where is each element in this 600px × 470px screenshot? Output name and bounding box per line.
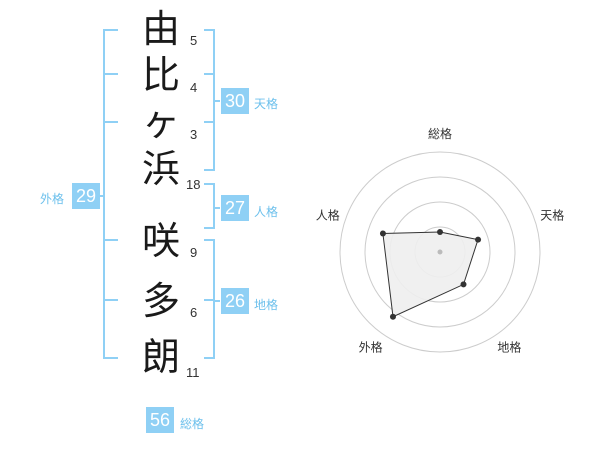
name-char-6: 多	[141, 279, 180, 323]
stroke-count-4: 18	[186, 177, 201, 192]
radar-axis-label-2: 地格	[497, 339, 521, 354]
name-char-1: 由	[141, 7, 180, 51]
radar-axis-label-4: 人格	[316, 208, 340, 223]
radar-point-0	[437, 229, 443, 235]
jinkaku-label: 人格	[254, 205, 279, 219]
gaikaku-label: 外格	[40, 192, 65, 206]
soukaku-value: 56	[146, 407, 175, 433]
jinkaku-bracket	[204, 183, 215, 229]
name-char-5: 咲	[141, 219, 180, 263]
stroke-count-2: 4	[190, 80, 198, 95]
name-char-7: 朗	[141, 335, 180, 379]
gaikaku-value: 29	[72, 183, 101, 209]
gaikaku-bracket	[103, 29, 118, 359]
radar-area	[382, 231, 479, 318]
chikaku-label: 地格	[254, 298, 279, 312]
name-char-4: 浜	[141, 147, 180, 191]
radar-point-3	[389, 313, 396, 320]
radar-point-2	[460, 281, 467, 288]
jinkaku-value: 27	[221, 195, 250, 221]
radar-ring-4	[339, 151, 541, 353]
radar-axis-label-1: 天格	[540, 208, 564, 223]
stroke-count-6: 6	[190, 305, 198, 320]
name-char-2: 比	[141, 53, 180, 97]
radar-axis-label-0: 総格	[428, 126, 452, 141]
tenkaku-label: 天格	[254, 97, 279, 111]
chikaku-value: 26	[221, 288, 250, 314]
radar-point-4	[379, 230, 386, 237]
stroke-count-1: 5	[190, 33, 198, 48]
stroke-count-7: 11	[186, 365, 200, 380]
radar-ring-3	[364, 176, 516, 328]
name-char-3: ヶ	[141, 100, 180, 144]
radar-axis-label-3: 外格	[359, 339, 383, 354]
radar-point-1	[475, 236, 482, 243]
tenkaku-value: 30	[221, 88, 250, 114]
soukaku-label: 総格	[180, 417, 205, 431]
stroke-count-3: 3	[190, 127, 198, 142]
radar-center-dot	[437, 249, 443, 255]
stroke-count-5: 9	[190, 245, 198, 260]
